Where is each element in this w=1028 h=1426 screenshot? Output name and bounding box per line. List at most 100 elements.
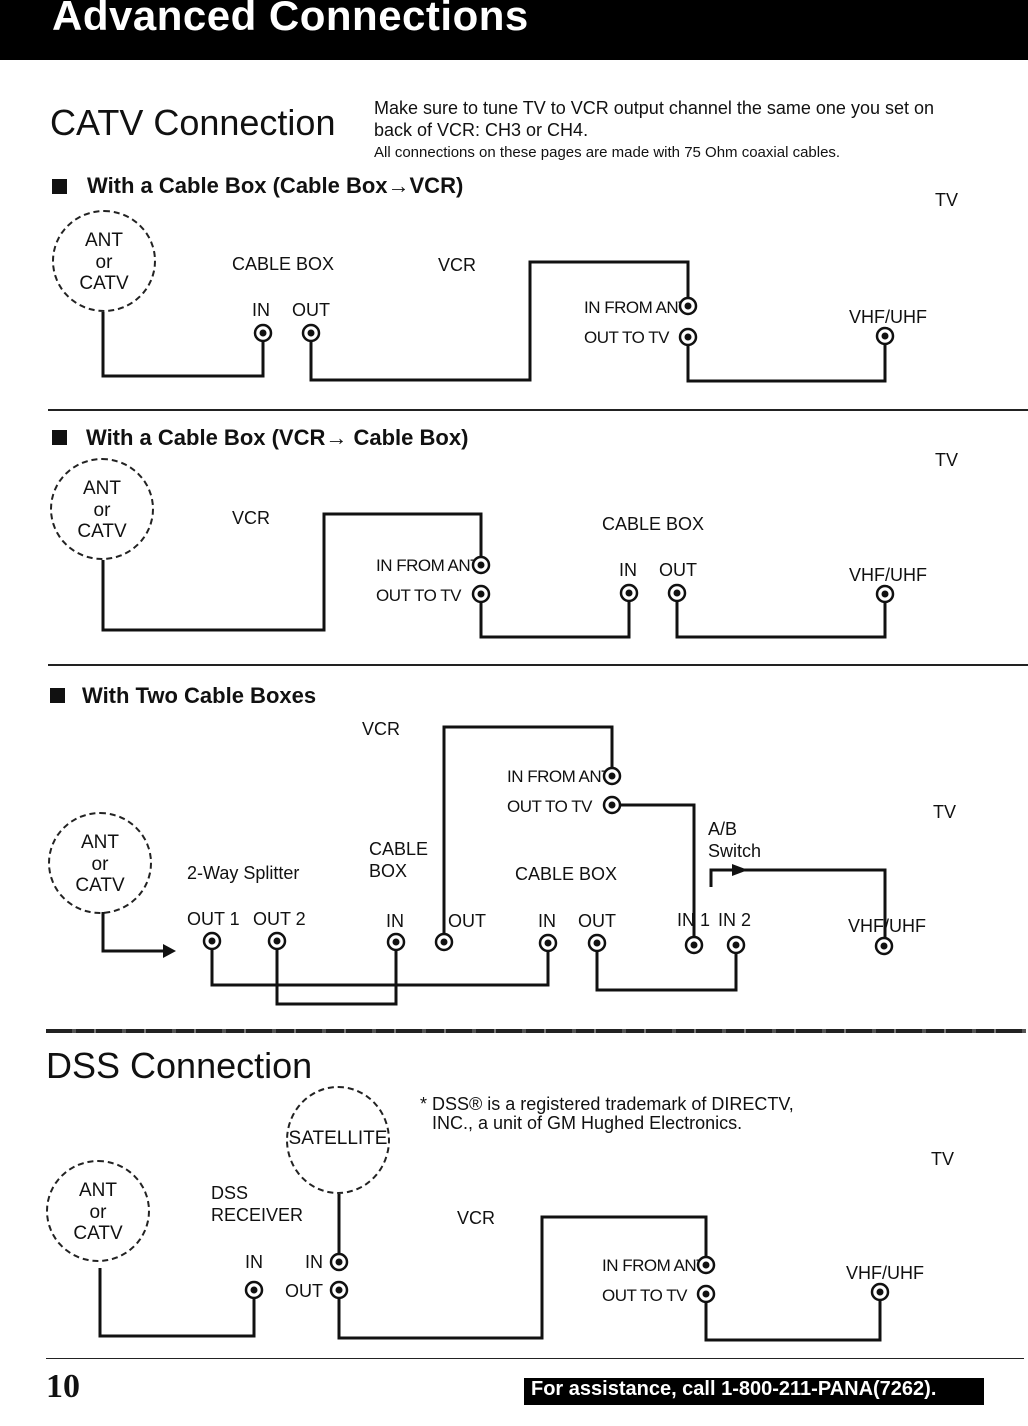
or-label: or bbox=[95, 252, 113, 273]
ab-label: A/B bbox=[708, 819, 738, 839]
vhf-uhf-label: VHF/UHF bbox=[846, 1263, 924, 1283]
tv-label: TV bbox=[935, 450, 959, 470]
cable-wire bbox=[337, 1215, 708, 1340]
jack-in-from-ant bbox=[602, 766, 622, 786]
jack-out bbox=[301, 323, 321, 343]
out-to-tv-label: OUT TO TV bbox=[507, 797, 592, 816]
in-label: IN bbox=[245, 1252, 263, 1272]
jack-in bbox=[386, 932, 406, 952]
in-from-ant-label: IN FROM ANT. bbox=[507, 767, 614, 786]
catv-label: CATV bbox=[73, 1223, 123, 1244]
catv-label: CATV bbox=[75, 875, 125, 896]
cable-wire bbox=[210, 942, 550, 987]
tv-label: TV bbox=[935, 190, 959, 210]
cable-wire bbox=[98, 1268, 256, 1338]
vcr-label: VCR bbox=[232, 508, 271, 528]
jack-out-to-tv bbox=[696, 1284, 716, 1304]
out-label: OUT bbox=[659, 560, 697, 580]
vhf-uhf-label: VHF/UHF bbox=[849, 307, 927, 327]
divider bbox=[46, 1358, 1024, 1359]
divider bbox=[48, 409, 1028, 411]
cable-wire bbox=[275, 942, 398, 1006]
in-from-ant-label: IN FROM ANT. bbox=[376, 556, 483, 575]
cable-box-label: CABLE BOX bbox=[602, 514, 705, 534]
in-label: IN bbox=[386, 911, 404, 931]
out2-label: OUT 2 bbox=[253, 909, 306, 929]
jack-vhf-uhf bbox=[874, 936, 894, 956]
jack-out1 bbox=[202, 931, 222, 951]
dss-section-title: DSS Connection bbox=[46, 1045, 313, 1086]
cable-wire bbox=[686, 337, 887, 383]
trademark-line2: INC., a unit of GM Hughed Electronics. bbox=[432, 1113, 743, 1133]
jack-out-to-tv bbox=[471, 584, 491, 604]
ant-catv-circle: ANT or CATV bbox=[52, 210, 156, 312]
vhf-uhf-label: VHF/UHF bbox=[848, 916, 926, 936]
cable-label: CABLE bbox=[369, 839, 429, 859]
switch-label: Switch bbox=[708, 841, 762, 861]
ant-label: ANT bbox=[81, 832, 119, 853]
or-label: or bbox=[93, 500, 111, 521]
jack-out bbox=[329, 1280, 349, 1300]
in-from-ant-label: IN FROM ANT. bbox=[602, 1256, 709, 1275]
section-cablebox-vcr-title: With a Cable Box (Cable Box→VCR) bbox=[87, 173, 464, 198]
out-to-tv-label: OUT TO TV bbox=[376, 586, 461, 605]
jack-in1 bbox=[684, 935, 704, 955]
in-from-ant-label: IN FROM ANT. bbox=[584, 298, 691, 317]
jack-out bbox=[667, 583, 687, 603]
tv-label: TV bbox=[931, 1149, 955, 1169]
ant-label: ANT bbox=[79, 1180, 117, 1201]
dss-label: DSS bbox=[211, 1183, 249, 1203]
box-label: BOX bbox=[369, 861, 408, 881]
satellite-label: SATELLITE bbox=[288, 1128, 388, 1149]
cable-box-label: CABLE BOX bbox=[515, 864, 618, 884]
jack-out bbox=[587, 933, 607, 953]
section-vcr-cablebox-title: With a Cable Box (VCR→ Cable Box) bbox=[86, 425, 469, 450]
page-title: Advanced Connections bbox=[52, 0, 529, 39]
receiver-label: RECEIVER bbox=[211, 1205, 304, 1225]
cable-wire bbox=[675, 594, 887, 639]
trademark-line1: * DSS® is a registered trademark of DIRE… bbox=[420, 1094, 794, 1114]
or-label: or bbox=[89, 1202, 107, 1223]
cable-wire bbox=[704, 1294, 882, 1342]
section-two-cable-boxes-title: With Two Cable Boxes bbox=[82, 683, 317, 708]
catv-label: CATV bbox=[79, 273, 129, 294]
jack-vhf-uhf bbox=[875, 326, 895, 346]
cable-wire bbox=[309, 260, 690, 382]
catv-section-title: CATV Connection bbox=[50, 102, 336, 143]
jack-out2 bbox=[267, 931, 287, 951]
jack-in bbox=[244, 1280, 264, 1300]
vcr-label: VCR bbox=[438, 255, 477, 275]
bullet-square bbox=[52, 179, 67, 194]
cable-wire bbox=[101, 912, 163, 953]
in2-label: IN 2 bbox=[718, 910, 752, 930]
arrow-head bbox=[163, 944, 176, 958]
jack-in bbox=[538, 933, 558, 953]
vcr-label: VCR bbox=[362, 719, 401, 739]
or-label: or bbox=[91, 854, 109, 875]
cable-wire bbox=[709, 868, 887, 946]
in-label: IN bbox=[538, 911, 556, 931]
cable-wire bbox=[479, 594, 631, 639]
cable-wire bbox=[442, 725, 614, 943]
bullet-square bbox=[52, 430, 67, 445]
jack-in bbox=[253, 323, 273, 343]
jack-out bbox=[434, 932, 454, 952]
cable-wire bbox=[101, 312, 265, 378]
jack-in2 bbox=[726, 935, 746, 955]
catv-note-line2: back of VCR: CH3 or CH4. bbox=[374, 120, 589, 140]
ant-catv-circle: ANT or CATV bbox=[50, 458, 154, 560]
cable-wire bbox=[101, 512, 483, 632]
cable-box-label: CABLE BOX bbox=[232, 254, 335, 274]
satellite-circle: SATELLITE bbox=[286, 1086, 390, 1194]
out-to-tv-label: OUT TO TV bbox=[584, 328, 669, 347]
assistance-bar bbox=[524, 1378, 984, 1405]
jack-in-from-ant bbox=[696, 1255, 716, 1275]
jack-vhf-uhf bbox=[875, 584, 895, 604]
out-label: OUT bbox=[285, 1281, 323, 1301]
in-label: IN bbox=[252, 300, 270, 320]
jack-in-from-ant bbox=[471, 555, 491, 575]
divider bbox=[48, 664, 1028, 666]
out-to-tv-label: OUT TO TV bbox=[602, 1286, 687, 1305]
jack-in bbox=[619, 583, 639, 603]
